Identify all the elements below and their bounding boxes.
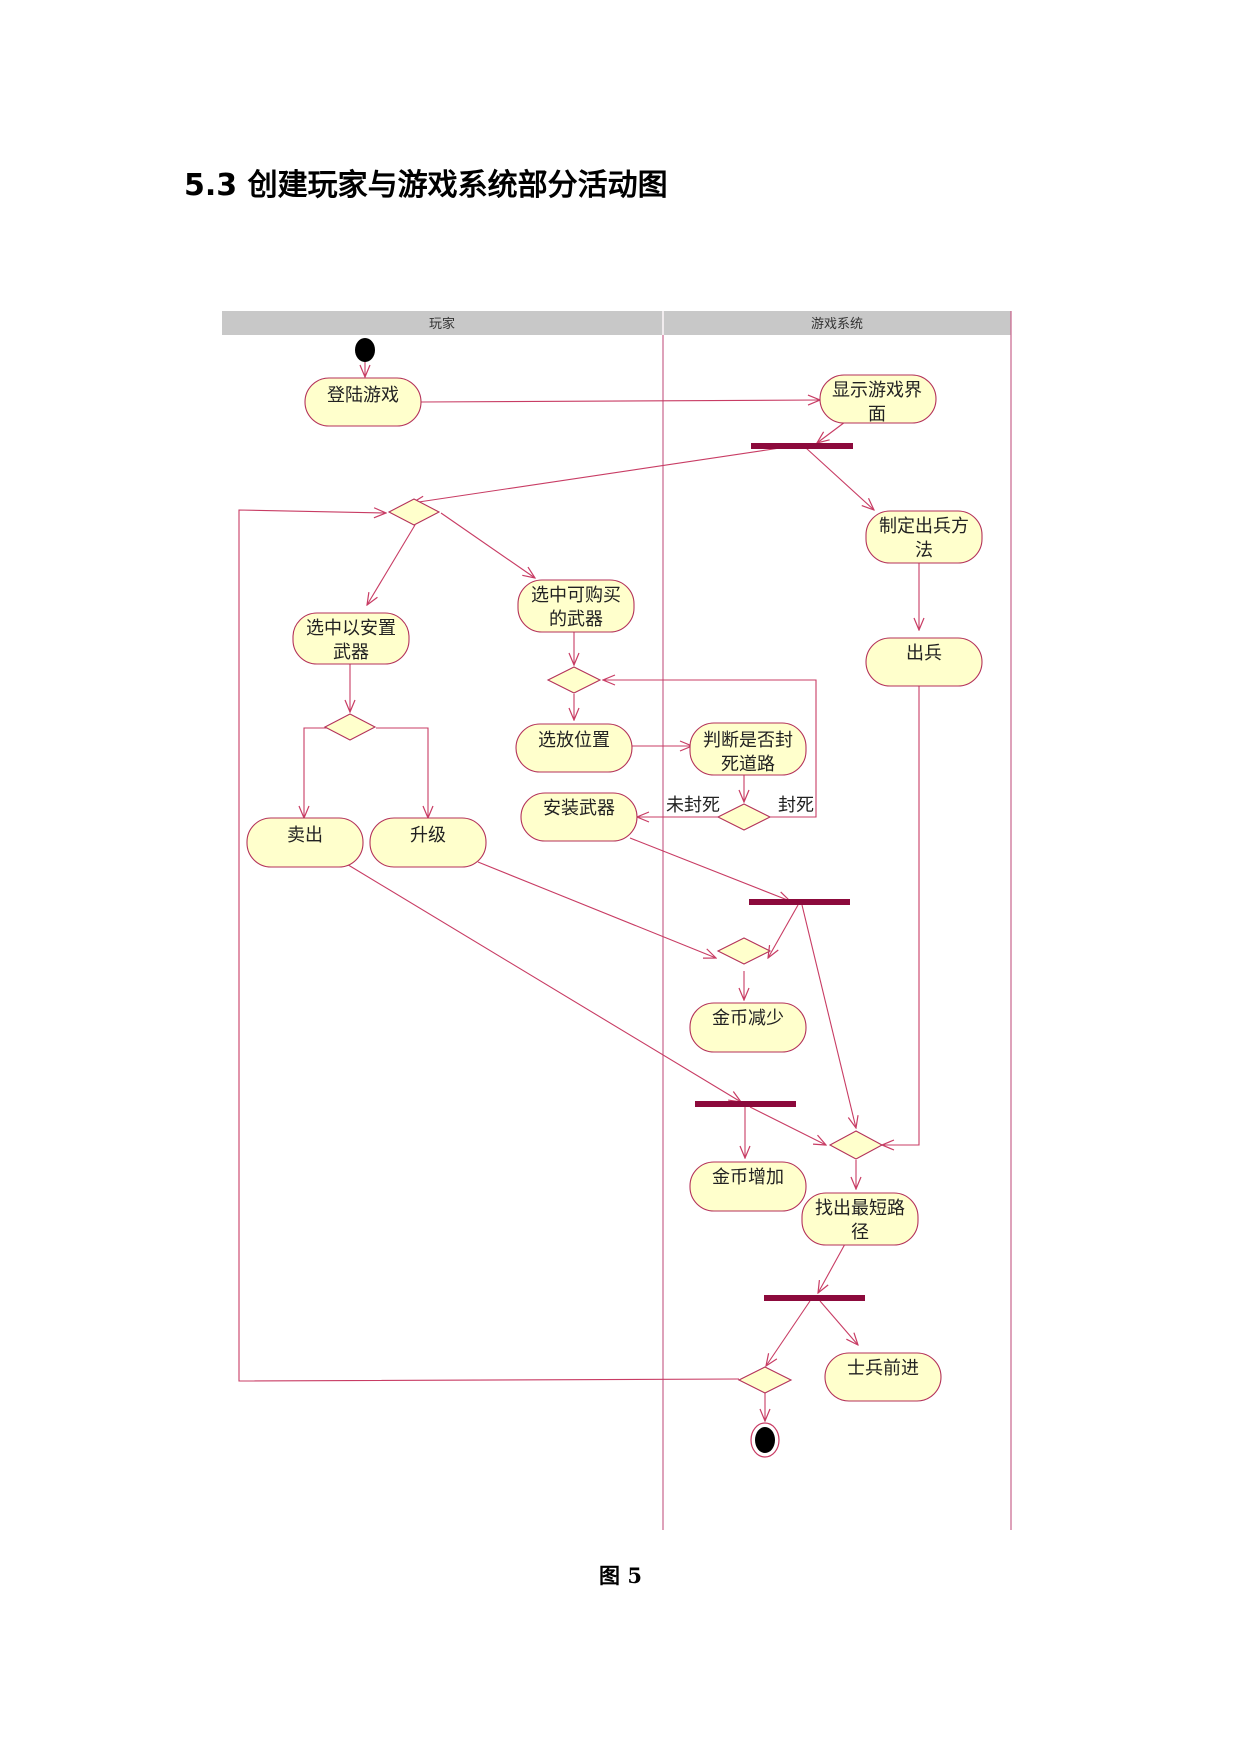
merge-diamond-loop xyxy=(387,498,441,526)
decision-diamond-placed xyxy=(323,713,377,741)
lane-header-system xyxy=(663,311,1011,335)
edge-fork1-merge1 xyxy=(412,447,781,503)
label-make-plan-line1: 制定出兵方 xyxy=(879,516,969,537)
edge-fork2-merge5 xyxy=(768,904,799,958)
edge-dec4-dec3 xyxy=(603,680,817,818)
edge-login-show xyxy=(420,400,820,402)
label-find-path-line1: 找出最短路 xyxy=(815,1198,905,1219)
edge-findpath-fork4 xyxy=(818,1243,846,1293)
label-show-ui-line1: 显示游戏界 xyxy=(832,380,922,401)
initial-node xyxy=(355,338,375,362)
label-sell: 卖出 xyxy=(287,825,323,846)
label-upgrade: 升级 xyxy=(410,825,446,846)
label-choose-position: 选放位置 xyxy=(538,730,610,751)
edge-fork4-final xyxy=(766,1300,811,1366)
activity-make-plan xyxy=(865,510,983,564)
section-heading: 5.3 创建玩家与游戏系统部分活动图 xyxy=(184,168,668,203)
activity-choose-position xyxy=(515,723,633,773)
guard-not-blocked: 未封死 xyxy=(666,795,720,816)
fork-bar-3 xyxy=(695,1101,796,1107)
label-login: 登陆游戏 xyxy=(327,385,399,406)
edge-send-merge6 xyxy=(882,686,920,1145)
edge-merge1-selectbuy xyxy=(440,512,535,578)
label-judge-block-line2: 死道路 xyxy=(721,754,775,775)
merge-diamond-path xyxy=(828,1130,884,1160)
activity-select-placed xyxy=(292,612,410,665)
activity-show-ui xyxy=(819,374,937,424)
edge-fork3-merge6 xyxy=(749,1106,826,1145)
lane-header-player xyxy=(222,311,663,335)
label-select-buy-line1: 选中可购买 xyxy=(531,585,621,606)
fork-bar-4 xyxy=(764,1295,865,1301)
activity-login xyxy=(304,377,422,427)
label-make-plan-line2: 法 xyxy=(915,540,933,561)
activity-coins-increase xyxy=(689,1161,807,1212)
edge-upgrade-merge5 xyxy=(477,861,716,958)
activity-upgrade xyxy=(369,817,487,868)
edge-sell-fork3 xyxy=(344,862,741,1102)
merge-diamond-final xyxy=(737,1366,793,1394)
activity-find-path xyxy=(801,1192,919,1246)
activity-install-weapon xyxy=(520,792,638,842)
label-install-weapon: 安装武器 xyxy=(543,798,615,819)
label-select-buy-line2: 的武器 xyxy=(549,609,603,630)
edge-show-fork1 xyxy=(817,421,846,443)
activity-sell xyxy=(246,817,364,868)
edge-dec2-upgrade xyxy=(376,727,428,818)
merge-diamond-buy xyxy=(546,666,602,694)
edge-fork4-advance xyxy=(819,1300,858,1345)
edge-fork2-merge6 xyxy=(801,904,856,1128)
edge-loop-back xyxy=(238,510,740,1382)
edge-dec2-sell xyxy=(304,727,327,818)
merge-diamond-coins xyxy=(716,937,772,965)
activity-judge-block xyxy=(689,722,807,776)
activity-soldiers-advance xyxy=(824,1352,942,1402)
activity-coins-decrease xyxy=(689,1002,807,1053)
label-judge-block-line1: 判断是否封 xyxy=(703,730,793,751)
activity-send-troops xyxy=(865,637,983,687)
label-select-placed-line1: 选中以安置 xyxy=(306,618,396,639)
label-send-troops: 出兵 xyxy=(906,643,942,664)
guard-blocked: 封死 xyxy=(778,795,814,816)
decision-diamond-block xyxy=(716,803,772,831)
edge-merge1-selectplaced xyxy=(367,524,416,605)
lane-label-player: 玩家 xyxy=(429,316,455,332)
label-select-placed-line2: 武器 xyxy=(333,642,369,663)
fork-bar-1 xyxy=(751,443,853,449)
edge-install-fork2 xyxy=(629,837,790,901)
activity-select-buy xyxy=(517,579,635,633)
edge-fork1-plan xyxy=(805,447,874,510)
label-find-path-line2: 径 xyxy=(851,1222,869,1243)
label-show-ui-line2: 面 xyxy=(868,404,886,425)
lane-label-system: 游戏系统 xyxy=(811,317,863,332)
figure-caption: 图 5 xyxy=(599,1563,642,1588)
label-soldiers-advance: 士兵前进 xyxy=(847,1358,919,1379)
label-coins-decrease: 金币减少 xyxy=(712,1008,784,1029)
final-node-core xyxy=(755,1427,775,1453)
fork-bar-2 xyxy=(749,899,850,905)
label-coins-increase: 金币增加 xyxy=(712,1167,784,1188)
